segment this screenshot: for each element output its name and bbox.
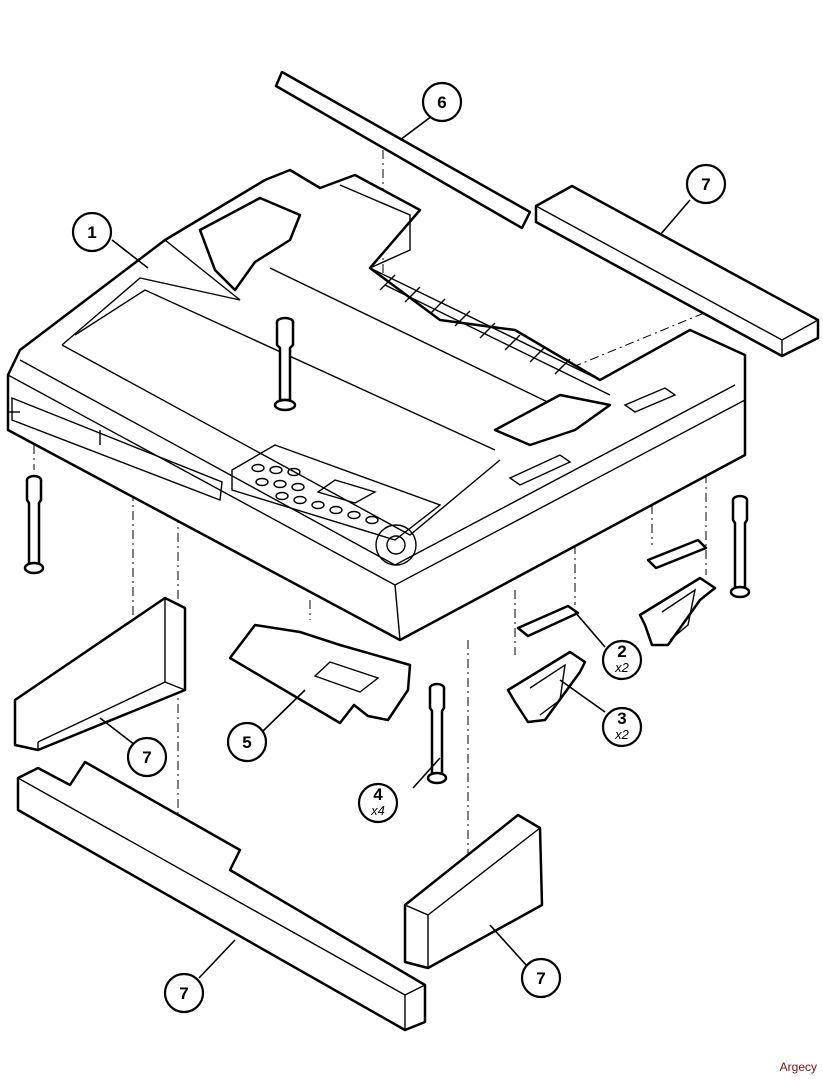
callout-number: 7 xyxy=(179,984,188,1003)
part-5-panel-overlay xyxy=(228,623,412,725)
callout-5: 5 xyxy=(226,721,268,763)
callout-number: 5 xyxy=(242,733,251,752)
foot-post xyxy=(23,474,45,575)
callout-number: 7 xyxy=(142,748,151,767)
callout-number: 7 xyxy=(701,175,710,194)
callout-1: 1 xyxy=(71,211,113,253)
callout-4: 4 x4 xyxy=(357,782,399,824)
callout-number: 1 xyxy=(87,223,96,242)
callout-2: 2 x2 xyxy=(601,639,643,681)
part-7-front-panel xyxy=(16,760,427,1032)
callout-7b: 7 xyxy=(126,736,168,778)
part-6-top-bar xyxy=(274,70,532,230)
callout-number: 2 xyxy=(617,642,626,661)
part-1-cabinet xyxy=(6,168,747,642)
part-7-top-right-panel xyxy=(534,184,820,358)
callout-7d: 7 xyxy=(520,957,562,999)
part-7-left-side-panel xyxy=(13,596,187,752)
foot-post xyxy=(729,494,751,599)
control-panel-buttons xyxy=(251,463,379,525)
callout-number: 6 xyxy=(437,93,446,112)
callout-quantity: x2 xyxy=(614,660,630,675)
callout-number: 4 xyxy=(373,785,383,804)
callout-3: 3 x2 xyxy=(601,706,643,748)
rear-tray-slats xyxy=(379,274,571,375)
part-2-pads xyxy=(516,538,708,638)
leader-lines xyxy=(99,115,691,979)
callout-6: 6 xyxy=(421,81,463,123)
part-3-brackets xyxy=(506,576,717,724)
callout-quantity: x4 xyxy=(370,803,385,818)
part-4-foot-posts xyxy=(23,316,751,785)
watermark-text: Argecy xyxy=(779,1060,817,1074)
callout-number: 3 xyxy=(617,709,626,728)
callout-7c: 7 xyxy=(163,972,205,1014)
foot-post xyxy=(426,682,448,785)
callout-number: 7 xyxy=(536,969,545,988)
callout-7a: 7 xyxy=(685,163,727,205)
callout-quantity: x2 xyxy=(614,727,630,742)
foot-post xyxy=(273,316,297,412)
part-7-right-side-panel xyxy=(403,813,544,970)
